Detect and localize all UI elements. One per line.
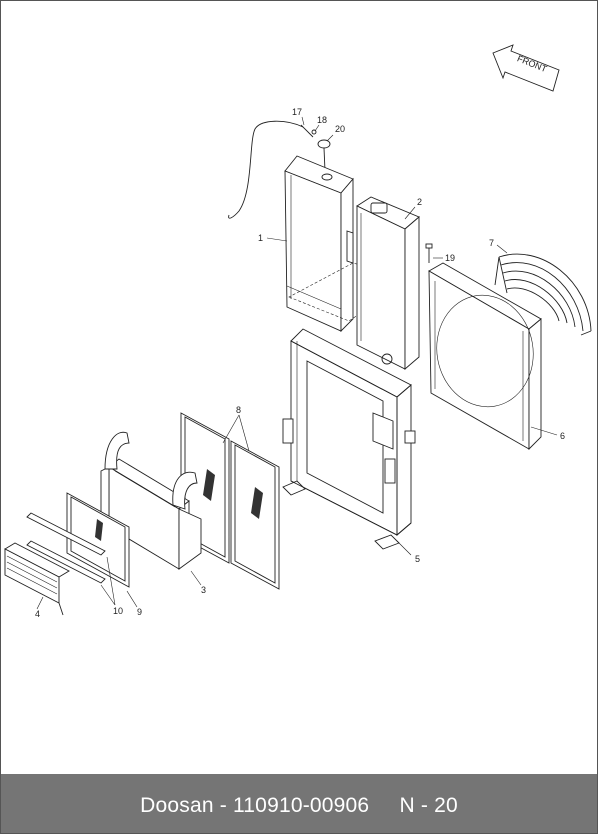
part-6-fan-shroud (428, 262, 542, 451)
callout-5: 5 (415, 554, 420, 564)
part-8-screens (180, 412, 280, 590)
part-1-reservoir (284, 155, 412, 333)
callout-19: 19 (445, 253, 455, 263)
part-19-bolt (425, 243, 433, 263)
part-10-brackets (26, 512, 106, 584)
callout-6: 6 (560, 431, 565, 441)
part-18-fitting (311, 129, 317, 135)
part-7-fan-guard (494, 253, 592, 336)
footer-bar: Doosan - 110910-00906 N - 20 (1, 774, 597, 833)
exploded-parts-diagram: FRONT (4, 44, 592, 619)
callout-18: 18 (317, 115, 327, 125)
callout-4: 4 (35, 609, 40, 619)
callout-20: 20 (335, 124, 345, 134)
callout-8: 8 (236, 405, 241, 415)
callout-9: 9 (137, 607, 142, 617)
footer-caption: Doosan - 110910-00906 N - 20 (140, 794, 458, 817)
callout-2: 2 (417, 197, 422, 207)
front-direction-arrow: FRONT (492, 44, 560, 92)
leader-lines (36, 116, 558, 610)
part-5-mounting-frame (282, 328, 416, 550)
callout-7: 7 (489, 238, 494, 248)
part-17-wire (228, 120, 314, 219)
part-2-cooler-core (356, 196, 420, 370)
part-4-fuel-cooler (4, 542, 70, 616)
callout-17: 17 (292, 107, 302, 117)
callout-10: 10 (113, 606, 123, 616)
callout-1: 1 (258, 233, 263, 243)
part-3-intercooler (100, 431, 202, 570)
callout-3: 3 (201, 585, 206, 595)
